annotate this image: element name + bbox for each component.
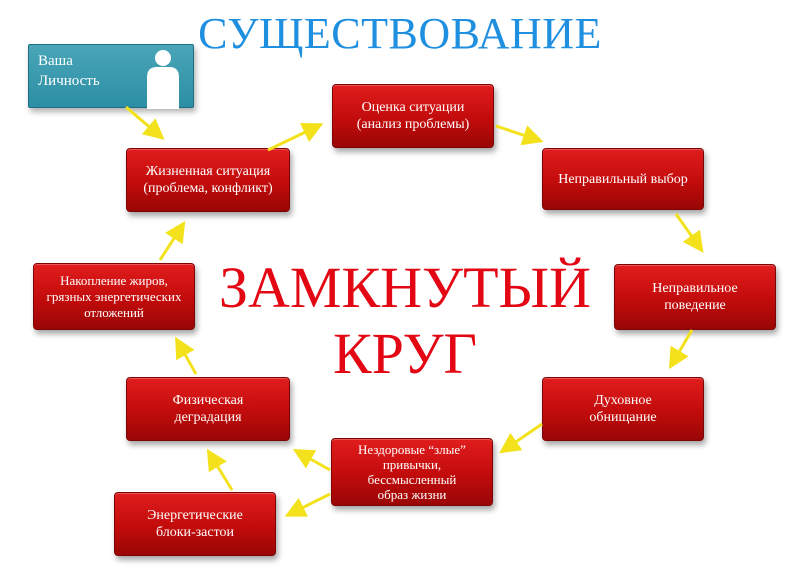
center-title-line2: КРУГ (332, 321, 478, 386)
node-spiritual-poverty-text: Духовное обнищание (589, 393, 657, 425)
node-life-situation-text: Жизненная ситуация (проблема, конфликт) (143, 164, 273, 196)
arrow-bad-habits-to-energy-blocks (284, 492, 331, 517)
center-title-line1: ЗАМКНУТЫЙ (218, 255, 592, 320)
node-assessment: Оценка ситуации (анализ проблемы) (332, 84, 494, 148)
arrow-life-situation-to-assessment (267, 123, 324, 152)
personality-label: Ваша Личность (38, 53, 100, 89)
arrow-personality-to-life-situation (125, 105, 165, 140)
arrow-assessment-to-wrong-choice (495, 124, 544, 146)
node-spiritual-poverty: Духовное обнищание (542, 377, 704, 441)
personality-box: Ваша Личность (28, 44, 194, 109)
arrow-fat-accumulation-to-life-situation (158, 220, 186, 261)
node-life-situation: Жизненная ситуация (проблема, конфликт) (126, 148, 290, 212)
arrow-wrong-behavior-to-spiritual-poverty (668, 329, 694, 370)
node-wrong-choice: Неправильный выбор (542, 148, 704, 210)
node-wrong-behavior-text: Неправильное поведение (652, 281, 738, 313)
node-bad-habits-text: Нездоровые “злые” привычки, бессмысленны… (358, 442, 466, 502)
arrow-energy-blocks-to-physical-degradation (206, 448, 234, 491)
node-physical-degradation: Физическая деградация (126, 377, 290, 441)
node-physical-degradation-text: Физическая деградация (172, 393, 244, 425)
arrow-wrong-choice-to-wrong-behavior (674, 213, 704, 253)
arrow-spiritual-poverty-to-bad-habits (499, 422, 543, 454)
person-silhouette-icon (147, 50, 179, 109)
center-title: ЗАМКНУТЫЙ КРУГ (200, 255, 610, 387)
diagram-title: СУЩЕСТВОВАНИЕ (198, 9, 602, 58)
node-assessment-text: Оценка ситуации (анализ проблемы) (356, 100, 470, 132)
node-bad-habits: Нездоровые “злые” привычки, бессмысленны… (331, 438, 493, 506)
node-energy-blocks-text: Энергетические блоки-застои (147, 508, 243, 540)
node-wrong-behavior: Неправильное поведение (614, 264, 776, 330)
node-wrong-choice-text: Неправильный выбор (558, 171, 688, 187)
node-energy-blocks: Энергетические блоки-застои (114, 492, 276, 556)
arrow-physical-degradation-to-fat-accumulation (175, 336, 198, 375)
node-fat-accumulation-text: Накопление жиров, грязных энергетических… (46, 272, 182, 320)
node-fat-accumulation: Накопление жиров, грязных энергетических… (33, 263, 195, 330)
arrow-bad-habits-to-physical-degradation (292, 449, 331, 472)
